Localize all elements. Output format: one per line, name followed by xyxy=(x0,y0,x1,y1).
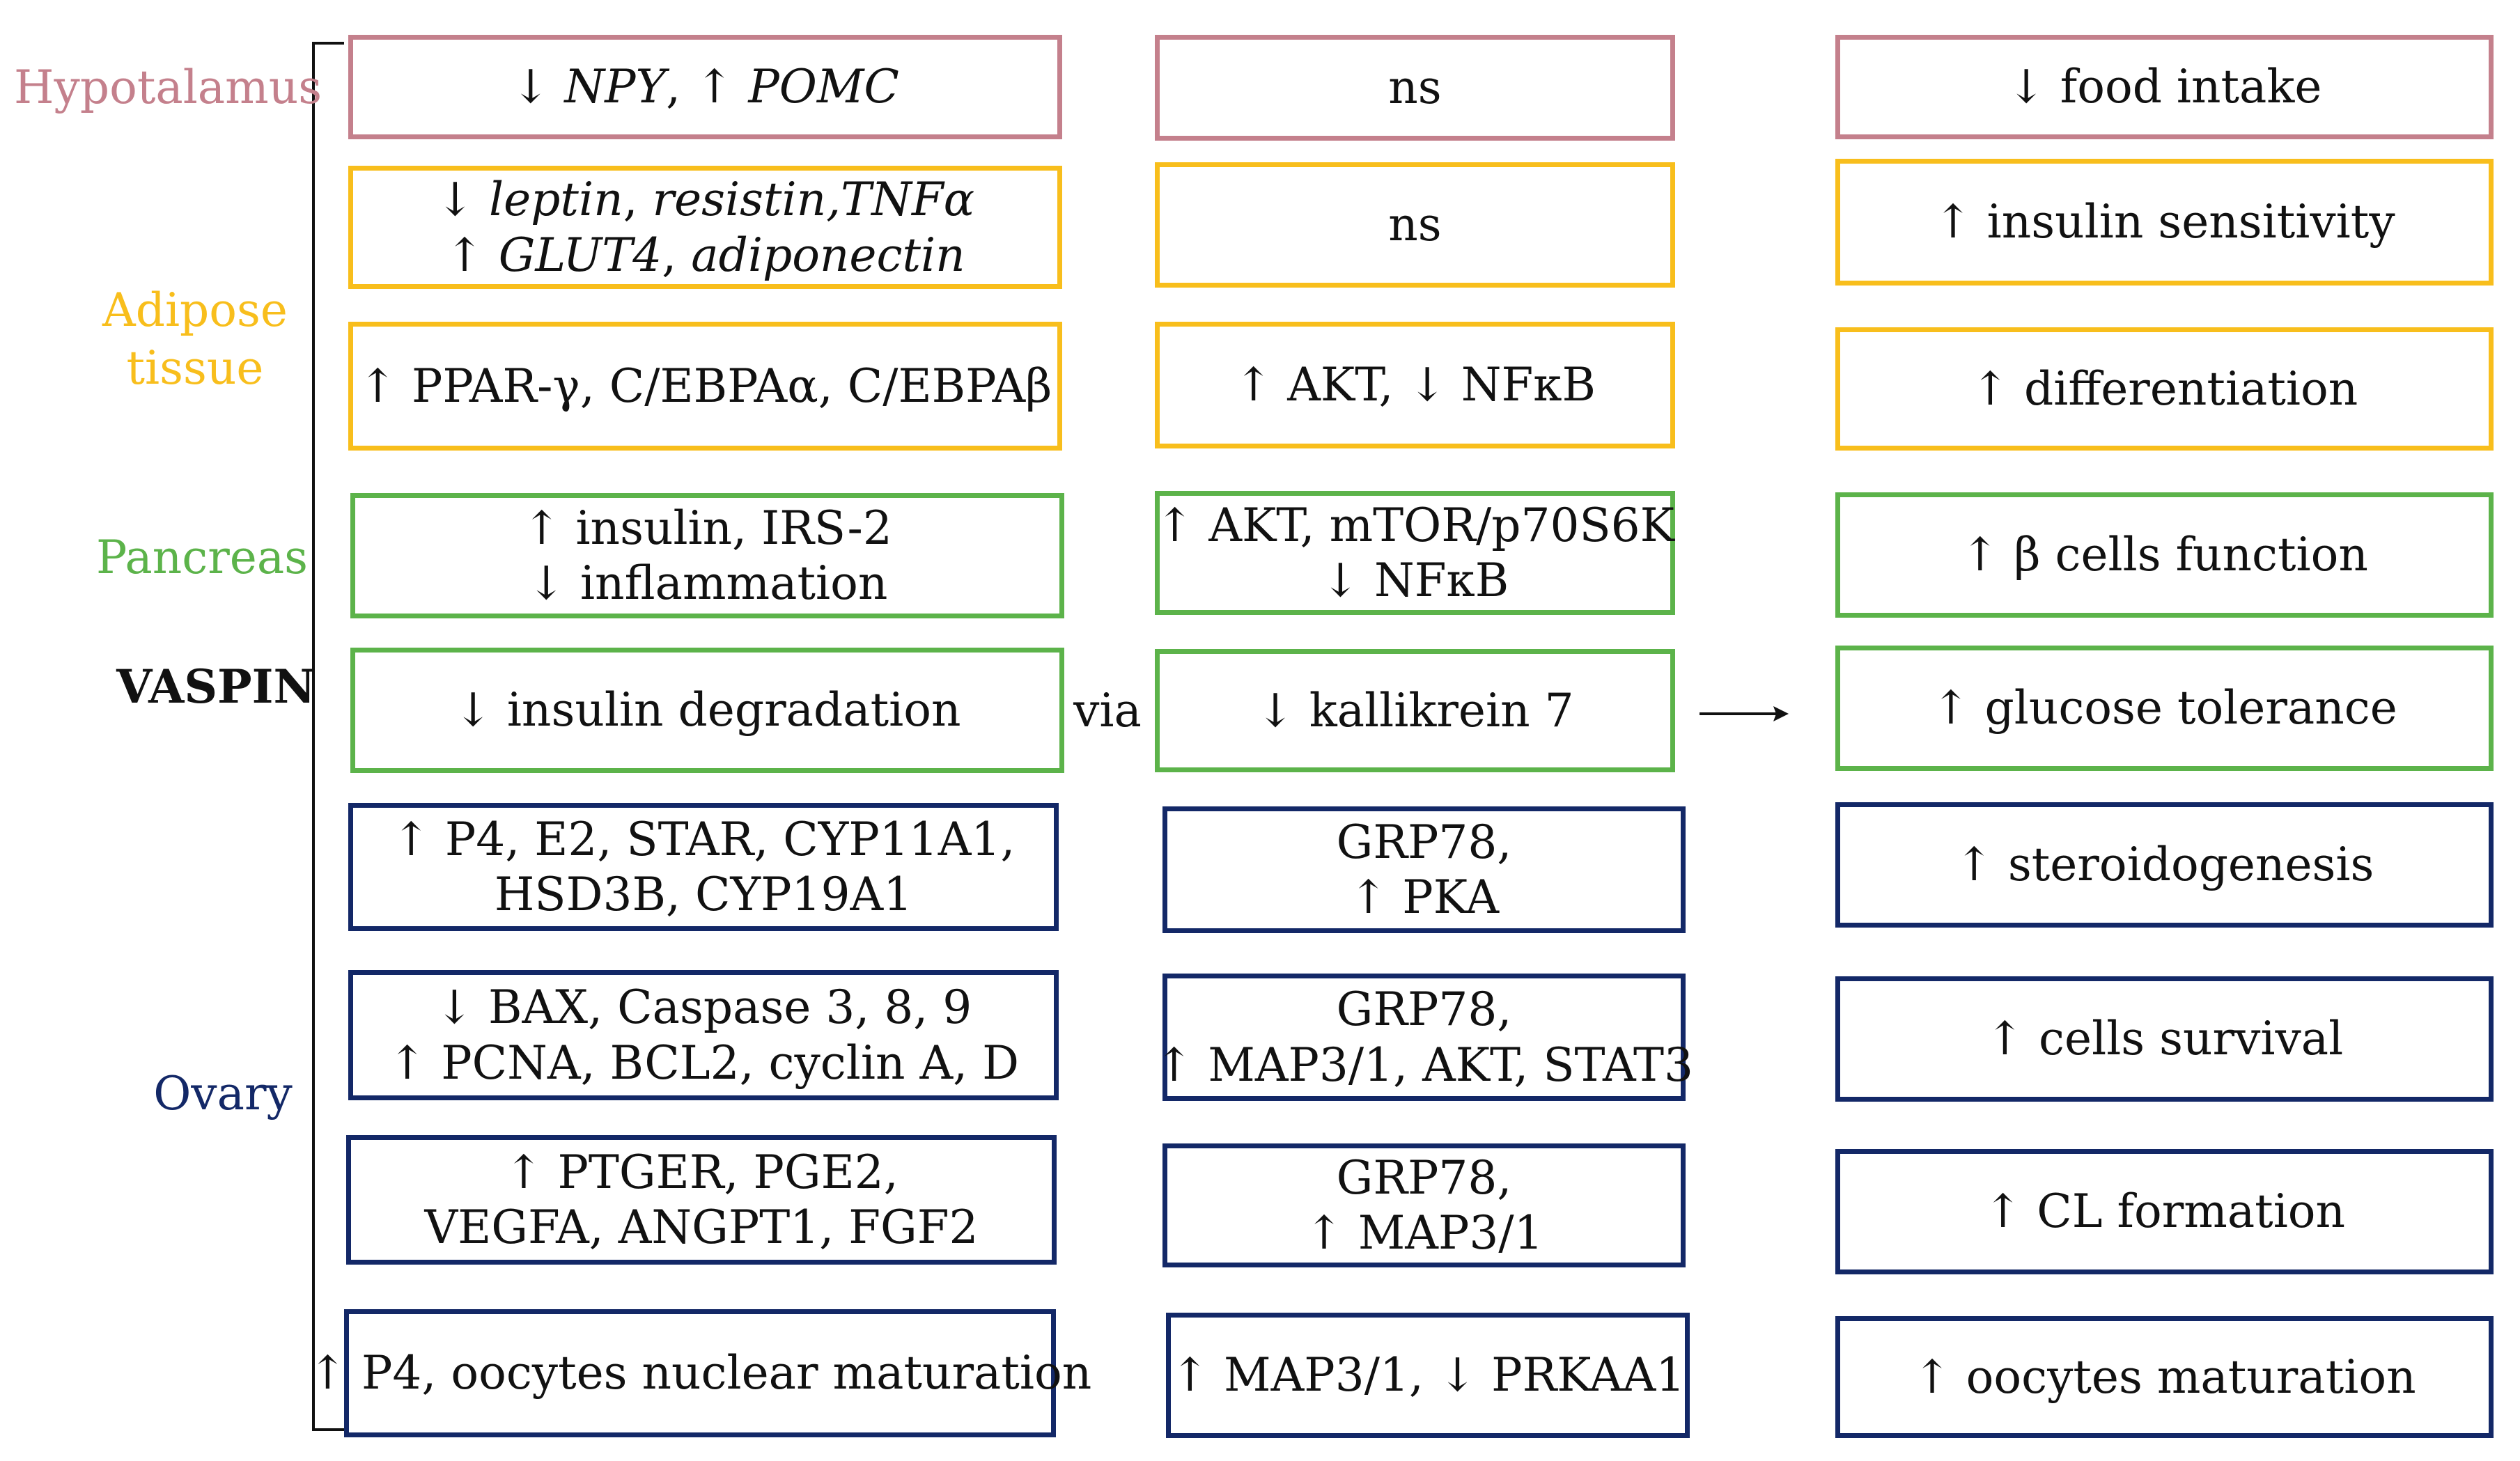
effect-box-pancreas-1: ↑ insulin, IRS-2 ↓ inflammation xyxy=(350,493,1064,618)
outcome-box-pancreas-1: ↑ β cells function xyxy=(1835,492,2494,618)
outcome-box-ovary-1: ↑ steroidogenesis xyxy=(1835,802,2494,928)
outcome-box-ovary-2: ↑ cells survival xyxy=(1835,976,2494,1102)
outcome-text: ↑ oocytes maturation xyxy=(1913,1350,2416,1404)
outcome-text: ↑ cells survival xyxy=(1985,1012,2344,1066)
effect-line: ↓ NPY, ↑ POMC xyxy=(511,59,899,114)
effect-text: ↓ xyxy=(435,173,490,227)
outcome-text: ↑ β cells function xyxy=(1961,528,2368,582)
mechanism-text: GRP78, xyxy=(1336,983,1512,1037)
mechanism-text: ↓ NFκB xyxy=(1321,554,1509,607)
organ-label-adipose: Adipose tissue xyxy=(56,282,334,397)
mechanism-text: ns xyxy=(1388,61,1442,115)
left-bracket xyxy=(312,42,344,1431)
effect-text: VEGFA, ANGPT1, FGF2 xyxy=(424,1201,979,1254)
effect-text: HSD3B, CYP19A1 xyxy=(494,868,913,921)
mechanism-text: ↑ MAP3/1, AKT, STAT3 xyxy=(1154,1038,1694,1092)
outcome-box-pancreas-2: ↑ glucose tolerance xyxy=(1835,646,2494,771)
outcome-text: ↑ steroidogenesis xyxy=(1954,838,2374,892)
effect-box-adipose-2: ↑ PPAR-γ, C/EBPAα, C/EBPAβ xyxy=(348,322,1062,451)
mechanism-text: ↑ PKA xyxy=(1349,870,1499,924)
mechanism-text: ↓ kallikrein 7 xyxy=(1256,683,1574,737)
effect-text: GLUT4 xyxy=(498,228,662,282)
effect-text: ↑ PPAR-γ, C/EBPAα, C/EBPAβ xyxy=(358,359,1052,413)
effect-text: ↑ xyxy=(445,228,499,282)
effect-text: ↑ PTGER, PGE2, xyxy=(504,1145,899,1199)
effect-box-adipose-1: ↓ leptin, resistin,TNFα ↑ GLUT4, adipone… xyxy=(348,166,1062,289)
effect-text: ↑ P4, oocytes nuclear maturation xyxy=(308,1346,1092,1400)
outcome-box-hypotalamus: ↓ food intake xyxy=(1835,35,2494,139)
effect-text: , xyxy=(662,228,692,282)
effect-text: NPY xyxy=(564,60,667,114)
effect-box-ovary-4: ↑ P4, oocytes nuclear maturation xyxy=(309,1309,1091,1437)
mechanism-box-ovary-2: GRP78, ↑ MAP3/1, AKT, STAT3 xyxy=(1155,974,1693,1101)
vaspin-label: VASPIN xyxy=(116,659,316,714)
effect-text: ↓ BAX, Caspase 3, 8, 9 xyxy=(435,980,972,1035)
mechanism-box-hypotalamus: ns xyxy=(1155,35,1675,141)
mechanism-box-ovary-4: ↑ MAP3/1, ↓ PRKAA1 xyxy=(1166,1313,1690,1438)
mechanism-text: ↑ MAP3/1 xyxy=(1305,1206,1543,1260)
effect-line: ↓ leptin, resistin,TNFα xyxy=(436,172,975,227)
effect-text: ↓ xyxy=(511,60,565,114)
effect-text: , xyxy=(623,173,653,227)
mechanism-text: ↑ AKT, ↓ NFκB xyxy=(1234,358,1596,412)
effect-box-pancreas-2: ↓ insulin degradation xyxy=(350,648,1064,773)
via-label: via xyxy=(1073,684,1142,737)
effect-box-ovary-2: ↓ BAX, Caspase 3, 8, 9 ↑ PCNA, BCL2, cyc… xyxy=(348,970,1059,1100)
effect-text: ↑ P4, E2, STAR, CYP11A1, xyxy=(391,812,1016,866)
mechanism-text: GRP78, xyxy=(1336,1150,1512,1205)
organ-label-adipose-line2: tissue xyxy=(126,341,264,395)
outcome-box-ovary-3: ↑ CL formation xyxy=(1835,1149,2494,1274)
organ-label-hypotalamus: Hypotalamus xyxy=(14,61,322,114)
mechanism-box-adipose-2: ↑ AKT, ↓ NFκB xyxy=(1155,322,1675,448)
effect-line: ↑ GLUT4, adiponectin xyxy=(445,228,965,283)
mechanism-box-pancreas-1: ↑ AKT, mTOR/p70S6K ↓ NFκB xyxy=(1155,491,1675,615)
organ-label-ovary: Ovary xyxy=(153,1067,293,1120)
mechanism-box-ovary-3: GRP78, ↑ MAP3/1 xyxy=(1162,1143,1686,1267)
outcome-box-adipose-1: ↑ insulin sensitivity xyxy=(1835,159,2494,286)
outcome-text: ↑ glucose tolerance xyxy=(1931,681,2397,735)
mechanism-text: GRP78, xyxy=(1336,815,1512,869)
right-arrow-icon xyxy=(1700,706,1789,721)
effect-box-ovary-1: ↑ P4, E2, STAR, CYP11A1, HSD3B, CYP19A1 xyxy=(348,803,1059,931)
effect-text: ↓ inflammation xyxy=(527,556,888,610)
effect-text: ↑ insulin, IRS-2 xyxy=(522,501,892,555)
outcome-text: ↑ insulin sensitivity xyxy=(1934,195,2395,249)
outcome-text: ↑ differentiation xyxy=(1970,361,2358,416)
effect-text: adiponectin xyxy=(691,228,965,282)
organ-label-adipose-line1: Adipose xyxy=(102,283,288,337)
mechanism-box-ovary-1: GRP78, ↑ PKA xyxy=(1162,806,1686,933)
mechanism-text: ↑ MAP3/1, ↓ PRKAA1 xyxy=(1170,1348,1686,1403)
effect-text: ↑ PCNA, BCL2, cyclin A, D xyxy=(387,1036,1020,1090)
outcome-box-ovary-4: ↑ oocytes maturation xyxy=(1835,1316,2494,1438)
effect-box-ovary-3: ↑ PTGER, PGE2, VEGFA, ANGPT1, FGF2 xyxy=(346,1135,1057,1265)
effect-text: ↓ insulin degradation xyxy=(453,683,961,737)
outcome-text: ↑ CL formation xyxy=(1983,1185,2346,1239)
effect-text: POMC xyxy=(748,60,899,114)
mechanism-text: ns xyxy=(1388,198,1442,252)
mechanism-box-pancreas-2: ↓ kallikrein 7 xyxy=(1155,649,1675,772)
effect-text: resistin,TNFα xyxy=(652,173,975,227)
outcome-box-adipose-2: ↑ differentiation xyxy=(1835,327,2494,451)
effect-box-hypotalamus: ↓ NPY, ↑ POMC xyxy=(348,35,1062,139)
outcome-text: ↓ food intake xyxy=(2007,60,2322,114)
mechanism-box-adipose-1: ns xyxy=(1155,162,1675,288)
organ-label-pancreas: Pancreas xyxy=(95,531,309,584)
effect-text: leptin xyxy=(489,173,623,227)
effect-text: , ↑ xyxy=(666,60,749,114)
mechanism-text: ↑ AKT, mTOR/p70S6K xyxy=(1156,498,1674,552)
